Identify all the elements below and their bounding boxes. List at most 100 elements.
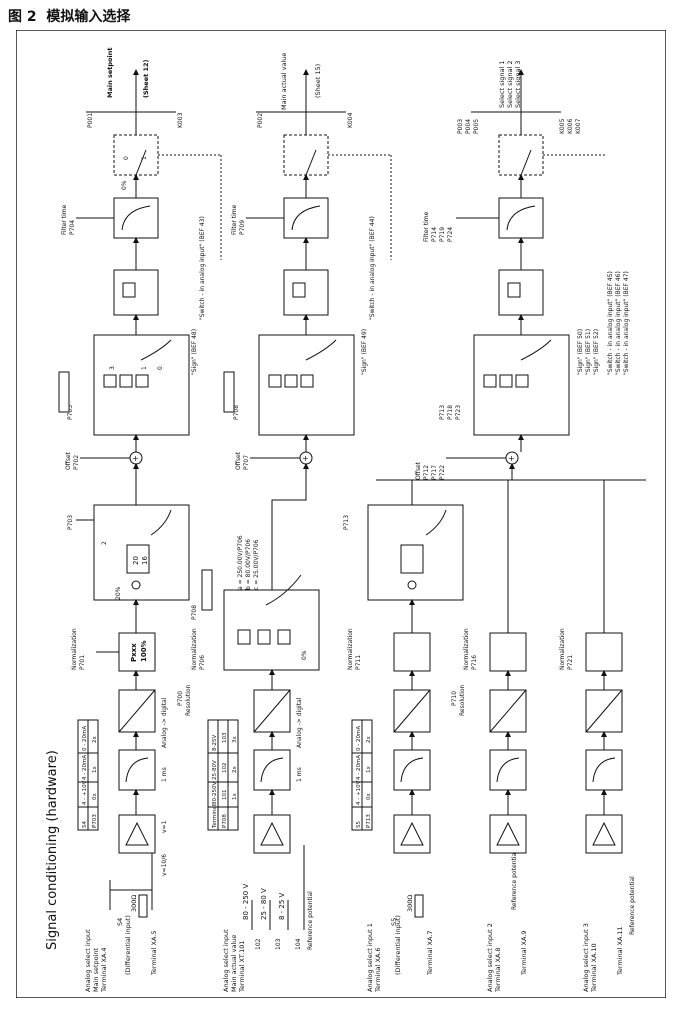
ch3-resolution: Resolution bbox=[459, 684, 466, 716]
ch1-pxxx: Pxxx bbox=[130, 643, 138, 662]
ch3-diff: (Differential input) bbox=[394, 915, 402, 975]
ch2-t02: 25-80V bbox=[212, 760, 218, 780]
ch3-norm-block bbox=[393, 632, 431, 672]
ch2-pt1-curve bbox=[291, 205, 321, 231]
ch3-term7: Terminal XA.7 bbox=[426, 930, 434, 976]
sel-param-3: P723 bbox=[455, 405, 462, 420]
sel-out-3: Select signal 3 bbox=[514, 60, 522, 108]
ch2-t13: 103 bbox=[222, 732, 228, 743]
ch3-scale-arc bbox=[425, 509, 447, 536]
sel-p-3: P005 bbox=[473, 119, 480, 134]
ch1-input-label-1: Analog select input bbox=[84, 929, 92, 992]
ch2-v1: 80 - 250 V bbox=[242, 884, 250, 920]
ch1-zero: 0% bbox=[121, 180, 128, 190]
ch2-normalization: Normalization bbox=[191, 628, 198, 670]
ch3-range-table: S5 4 - +10V 4 - 20mA 0 - 20mA P713 0x 1x… bbox=[351, 719, 373, 831]
ch4-input-1: Analog select input 2 bbox=[486, 923, 494, 992]
ch3-filter-block bbox=[393, 749, 431, 791]
ch1-filt-label: 1 ms bbox=[161, 767, 168, 782]
ch2-abc-c: c = 25.00V/P706 bbox=[253, 539, 260, 590]
ch2-link-4 bbox=[271, 463, 309, 590]
ch3-res: 300Ω bbox=[406, 895, 414, 912]
sel-sum-sign: + bbox=[508, 454, 515, 463]
ch1-resolution: Resolution bbox=[185, 684, 192, 716]
ch3-t01: 4 - +10V bbox=[356, 780, 362, 805]
ch5-term11: Terminal XA.11 bbox=[616, 926, 624, 976]
ch1-t02: 4 - 20mA bbox=[82, 755, 88, 780]
ch1-p703: P703 bbox=[67, 515, 74, 530]
ch3-input-1: Analog select input 1 bbox=[366, 923, 374, 992]
ch5-filter-curve bbox=[592, 757, 616, 783]
diagram-canvas: Signal conditioning (hardware) Analog se… bbox=[15, 29, 667, 999]
ch3-amp-block bbox=[393, 814, 431, 854]
ch1-t10: P703 bbox=[92, 814, 98, 828]
ch1-filter-block bbox=[118, 749, 156, 791]
ch1-t01: 4 - +10V bbox=[82, 780, 88, 805]
ch1-v2: v=10/6 bbox=[161, 854, 168, 876]
ch1-sel-arc bbox=[140, 339, 172, 361]
ch2-t22: 2x bbox=[232, 766, 238, 773]
ch1-v1: v=1 bbox=[161, 820, 168, 833]
ch1-adc-diag bbox=[118, 689, 156, 733]
ch3-ratio-box bbox=[400, 544, 424, 574]
ch4-amp-icon bbox=[496, 821, 520, 846]
ch2-sel-c bbox=[277, 629, 291, 645]
ch1-sum-sign: + bbox=[132, 454, 139, 463]
ch1-n2: 2 bbox=[101, 541, 108, 545]
sel-k-3: K007 bbox=[575, 118, 582, 134]
ch5-input-2: Terminal XA.10 bbox=[590, 943, 598, 993]
ch5-p721: P721 bbox=[567, 655, 574, 670]
sel-offset-2: P717 bbox=[431, 465, 438, 480]
ch4-filter-curve bbox=[496, 757, 520, 783]
ch2-t104: 104 bbox=[295, 938, 302, 950]
ch5-input-1: Analog select input 3 bbox=[582, 923, 590, 992]
ch3-p711: P711 bbox=[355, 655, 362, 670]
ch3-input-2: Terminal XA.6 bbox=[374, 947, 382, 993]
ch3-scale-node bbox=[407, 580, 417, 590]
ch1-n0: 0 bbox=[157, 366, 164, 370]
ch1-amp-icon bbox=[125, 821, 149, 846]
ch4-norm-block bbox=[489, 632, 527, 672]
ch1-t13: 2x bbox=[92, 736, 98, 743]
ch2-sel-a bbox=[237, 629, 251, 645]
ch2-sel-arc-2 bbox=[305, 339, 337, 361]
channel-2: Analog select input Main actual value Te… bbox=[191, 53, 392, 993]
ch2-pt1-block bbox=[283, 197, 329, 239]
ch1-term5-label: Terminal XA.5 bbox=[150, 930, 158, 976]
channel-1: Analog select input Main setpoint Termin… bbox=[58, 48, 222, 993]
ch1-sign-switch-block bbox=[113, 269, 159, 316]
ch2-p706: P706 bbox=[199, 655, 206, 670]
ch2-p002: P002 bbox=[257, 113, 264, 128]
sel-filter-1: P714 bbox=[431, 227, 438, 242]
sel-switch-3: "Switch - in analog input" (BEF 47) bbox=[623, 271, 630, 375]
ch2-out: Main actual value bbox=[280, 53, 288, 110]
ch2-p708: P708 bbox=[191, 605, 198, 620]
ch5-normalization: Normalization bbox=[559, 628, 566, 670]
ch2-offset: Offset bbox=[235, 451, 242, 470]
sel-arc bbox=[520, 339, 552, 361]
ch5-norm-block bbox=[585, 632, 623, 672]
ch2-abc-b: b = 80.00V/P706 bbox=[245, 539, 252, 590]
ch2-input-label-1: Analog select input bbox=[222, 929, 230, 992]
ch1-sw-blade bbox=[135, 149, 147, 176]
sel-offset-3: P722 bbox=[439, 465, 446, 480]
ch1-n3: 3 bbox=[109, 366, 116, 370]
ch3-t13: 2x bbox=[366, 736, 372, 743]
ch1-switch: "Switch - in analog input" (BEF 43) bbox=[199, 216, 206, 320]
ch2-t21: 1x bbox=[232, 793, 238, 800]
ch1-k003: K003 bbox=[177, 112, 184, 128]
ch1-sw-label: S4 bbox=[116, 918, 124, 926]
sel-filter-0: Filter time bbox=[423, 211, 430, 242]
sel-p-1: P003 bbox=[457, 119, 464, 134]
ch1-p700: P700 bbox=[177, 691, 184, 706]
ch2-p709: P709 bbox=[239, 220, 246, 235]
sel-offset-1: P712 bbox=[423, 465, 430, 480]
ch2-filt: 1 ms bbox=[296, 767, 303, 782]
ch3-t00: S5 bbox=[356, 821, 362, 828]
ch2-filter-block bbox=[253, 749, 291, 791]
ch2-t01: 80-250V bbox=[212, 782, 218, 805]
ch2-p708-tag bbox=[201, 569, 213, 611]
ch1-filter-curve bbox=[125, 757, 149, 783]
ch3-adc-diag bbox=[393, 689, 431, 733]
ch1-out: Main setpoint bbox=[106, 48, 114, 98]
